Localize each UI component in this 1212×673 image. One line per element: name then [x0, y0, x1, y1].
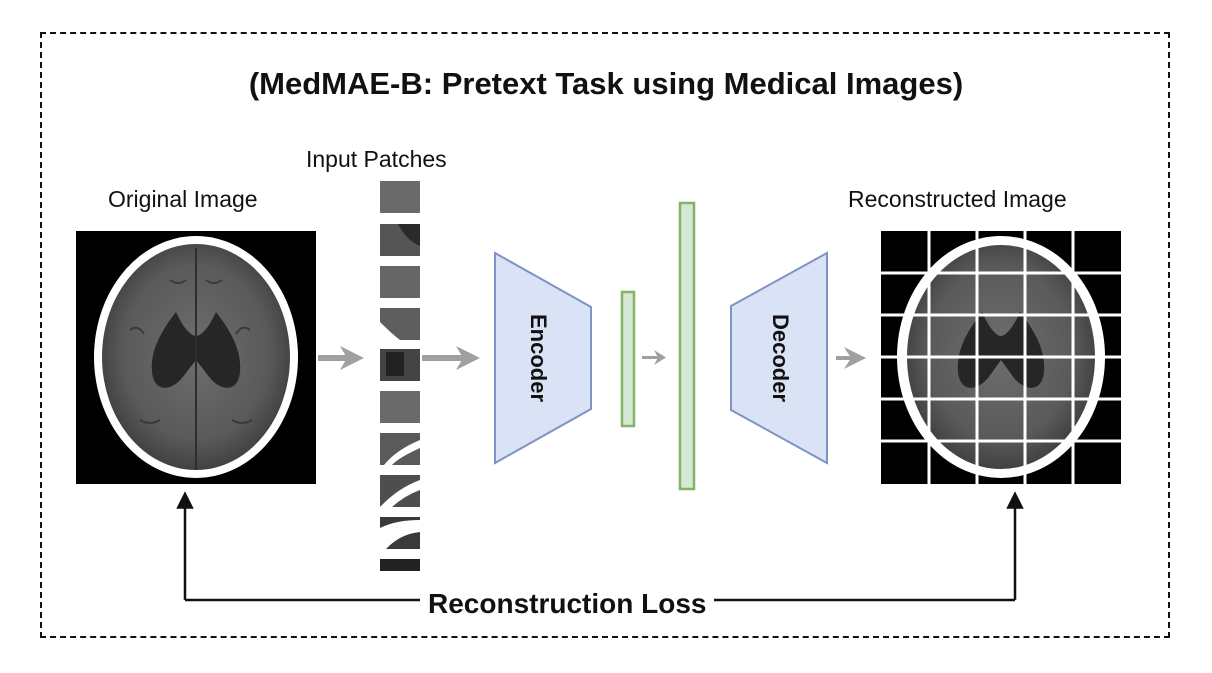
latent-bar-large	[678, 201, 696, 491]
original-ct-image	[76, 231, 316, 484]
reconstructed-image-label: Reconstructed Image	[848, 186, 1067, 212]
diagram-frame	[40, 32, 1170, 638]
diagram-title: (MedMAE-B: Pretext Task using Medical Im…	[248, 66, 964, 101]
input-patches-strip	[380, 181, 420, 571]
input-patches-label: Input Patches	[306, 146, 447, 172]
loss-connector	[176, 491, 1024, 602]
reconstruction-loss-label: Reconstruction Loss	[420, 588, 715, 620]
reconstructed-ct-image	[881, 231, 1121, 484]
patch-grid	[881, 231, 1121, 484]
decoder-label: Decoder	[768, 314, 793, 402]
original-image-label: Original Image	[108, 186, 258, 212]
encoder-block: Encoder	[494, 251, 592, 465]
encoder-label: Encoder	[526, 314, 551, 402]
latent-bar-small	[620, 290, 636, 428]
flow-arrows	[318, 346, 866, 370]
decoder-block: Decoder	[730, 251, 828, 465]
